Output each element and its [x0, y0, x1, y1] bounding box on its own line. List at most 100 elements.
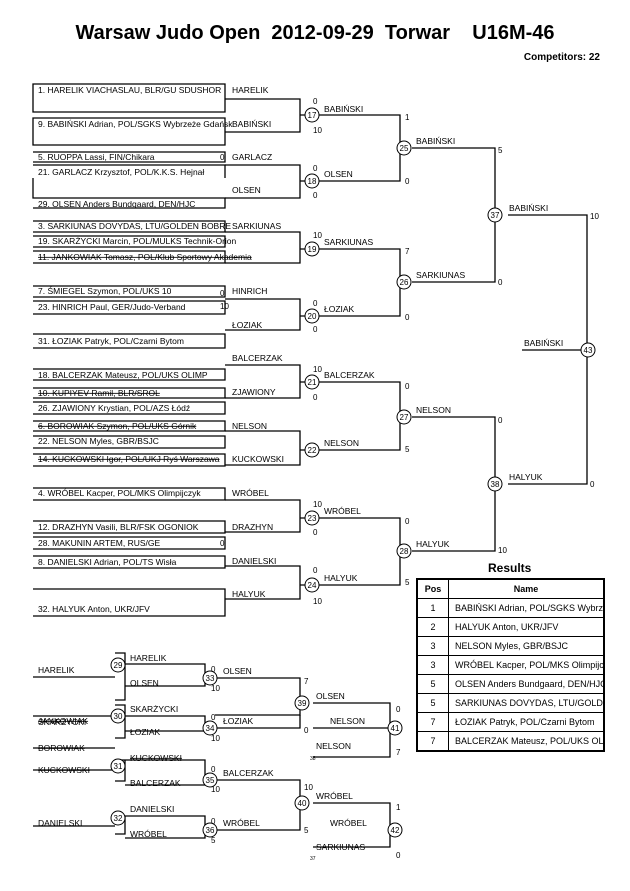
winner-name: HARELIK	[232, 85, 269, 95]
repechage-name: OLSEN	[223, 666, 252, 676]
score: 0	[220, 153, 225, 162]
score: 5	[405, 445, 410, 454]
entry: 21. GARLACZ Krzysztof, POL/K.K.S. Hejnał	[38, 167, 204, 177]
match-number: 32	[114, 814, 123, 823]
repechage-name: OLSEN	[316, 691, 345, 701]
match-number: 39	[298, 699, 307, 708]
winner-name: HALYUK	[416, 539, 450, 549]
winner-name: KUCKOWSKI	[232, 454, 284, 464]
score: 5	[211, 836, 216, 845]
repechage-name: JANKOWIAK	[38, 716, 88, 726]
score: 0	[405, 382, 410, 391]
repechage-name: KUCKOWSKI	[130, 753, 182, 763]
match-number: 21	[308, 378, 317, 387]
match-number: 25	[400, 144, 409, 153]
score: 1	[405, 113, 410, 122]
entry: 11. JANKOWIAK Tomasz, POL/Klub Sportowy …	[38, 252, 252, 262]
score: 0	[211, 665, 216, 674]
score: 7	[405, 247, 410, 256]
entry: 5. RUOPPA Lassi, FIN/Chikara	[38, 152, 155, 162]
entry: 28. MAKUNIN ARTEM, RUS/GE	[38, 538, 161, 548]
match-number: 38	[491, 480, 500, 489]
score: 10	[313, 500, 322, 509]
score: 10	[211, 734, 220, 743]
match-number: 43	[584, 346, 593, 355]
repechage-name: DANIELSKI	[38, 818, 82, 828]
score: 0	[313, 325, 318, 334]
match-number: 41	[391, 724, 400, 733]
score: 0	[304, 726, 309, 735]
score: 0	[220, 539, 225, 548]
match-number: 37	[491, 211, 500, 220]
score: 0	[211, 765, 216, 774]
winner-name: BABIŃSKI	[232, 119, 271, 129]
score-note: 38	[310, 756, 316, 762]
winner-name: BALCERZAK	[232, 353, 283, 363]
repechage-name: BALCERZAK	[130, 778, 181, 788]
entry: 12. DRAZHYN Vasili, BLR/FSK OGONIOK	[38, 522, 199, 532]
score: 0	[313, 97, 318, 106]
match-number: 31	[114, 762, 123, 771]
repechage-name: HARELIK	[38, 665, 75, 675]
entry: 14. KUCKOWSKI Igor, POL/UKJ Ryś Warszawa	[38, 454, 220, 464]
page-title: Warsaw Judo Open 2012-09-29 Torwar U16M-…	[75, 22, 555, 44]
repechage-name: WRÓBEL	[223, 818, 260, 828]
match-number: 30	[114, 712, 123, 721]
repechage-name: SKARŻYCKI	[38, 717, 86, 727]
winner-name: DANIELSKI	[232, 556, 276, 566]
entry: 4. WRÓBEL Kacper, POL/MKS Olimpijczyk	[38, 488, 201, 498]
match-number: 40	[298, 799, 307, 808]
repechage-name: SARKIUNAS	[316, 842, 365, 852]
score: 10	[211, 785, 220, 794]
score: 10	[211, 684, 220, 693]
entry: 7. ŚMIEGEL Szymon, POL/UKS 10	[38, 285, 172, 296]
entry: 6. BOROWIAK Szymon, POL/UKS Górnik	[38, 421, 197, 431]
repechage-name: SKARŻYCKI	[130, 704, 178, 714]
entry: 1. HARELIK VIACHASLAU, BLR/GU SDUSHOR	[38, 85, 221, 95]
score: 10	[313, 231, 322, 240]
repechage-name: NELSON	[330, 716, 365, 726]
repechage-name: BOROWIAK	[38, 743, 85, 753]
score: 0	[313, 393, 318, 402]
entry: 26. ZJAWIONY Krystian, POL/AZS Łódź	[38, 403, 190, 413]
match-numbers: 17 18 19 20 21 22 23 24 25 26 27 28 37 3…	[114, 111, 593, 835]
results-col-pos: Pos	[416, 578, 449, 599]
score: 1	[396, 803, 401, 812]
match-number: 29	[114, 661, 123, 670]
winner-name: NELSON	[324, 438, 359, 448]
winner-name: NELSON	[232, 421, 267, 431]
score: 0	[313, 191, 318, 200]
score: 5	[405, 578, 410, 587]
score: 7	[304, 677, 309, 686]
champion-name: BABIŃSKI	[524, 338, 563, 348]
score: 0	[211, 713, 216, 722]
winner-name: ŁOZIAK	[324, 304, 355, 314]
winner-name: ZJAWIONY	[232, 387, 276, 397]
score: 0	[498, 416, 503, 425]
entry: 31. ŁOZIAK Patryk, POL/Czarni Bytom	[38, 336, 184, 346]
repechage-name: HARELIK	[130, 653, 167, 663]
winner-name: GARLACZ	[232, 152, 272, 162]
match-number: 22	[308, 446, 317, 455]
results-col-name: Name	[448, 578, 605, 599]
entry-list: 1. HARELIK VIACHASLAU, BLR/GU SDUSHOR 9.…	[38, 85, 252, 614]
competitors-count: Competitors: 22	[523, 52, 600, 63]
match-number: 33	[206, 674, 215, 683]
score: 5	[498, 146, 503, 155]
match-circles	[110, 107, 596, 838]
score: 0	[590, 480, 595, 489]
score: 10	[590, 212, 599, 221]
repechage-name: WRÓBEL	[130, 829, 167, 839]
score: 0	[396, 851, 401, 860]
entry: 32. HALYUK Anton, UKR/JFV	[38, 604, 150, 614]
match-number: 34	[206, 724, 215, 733]
